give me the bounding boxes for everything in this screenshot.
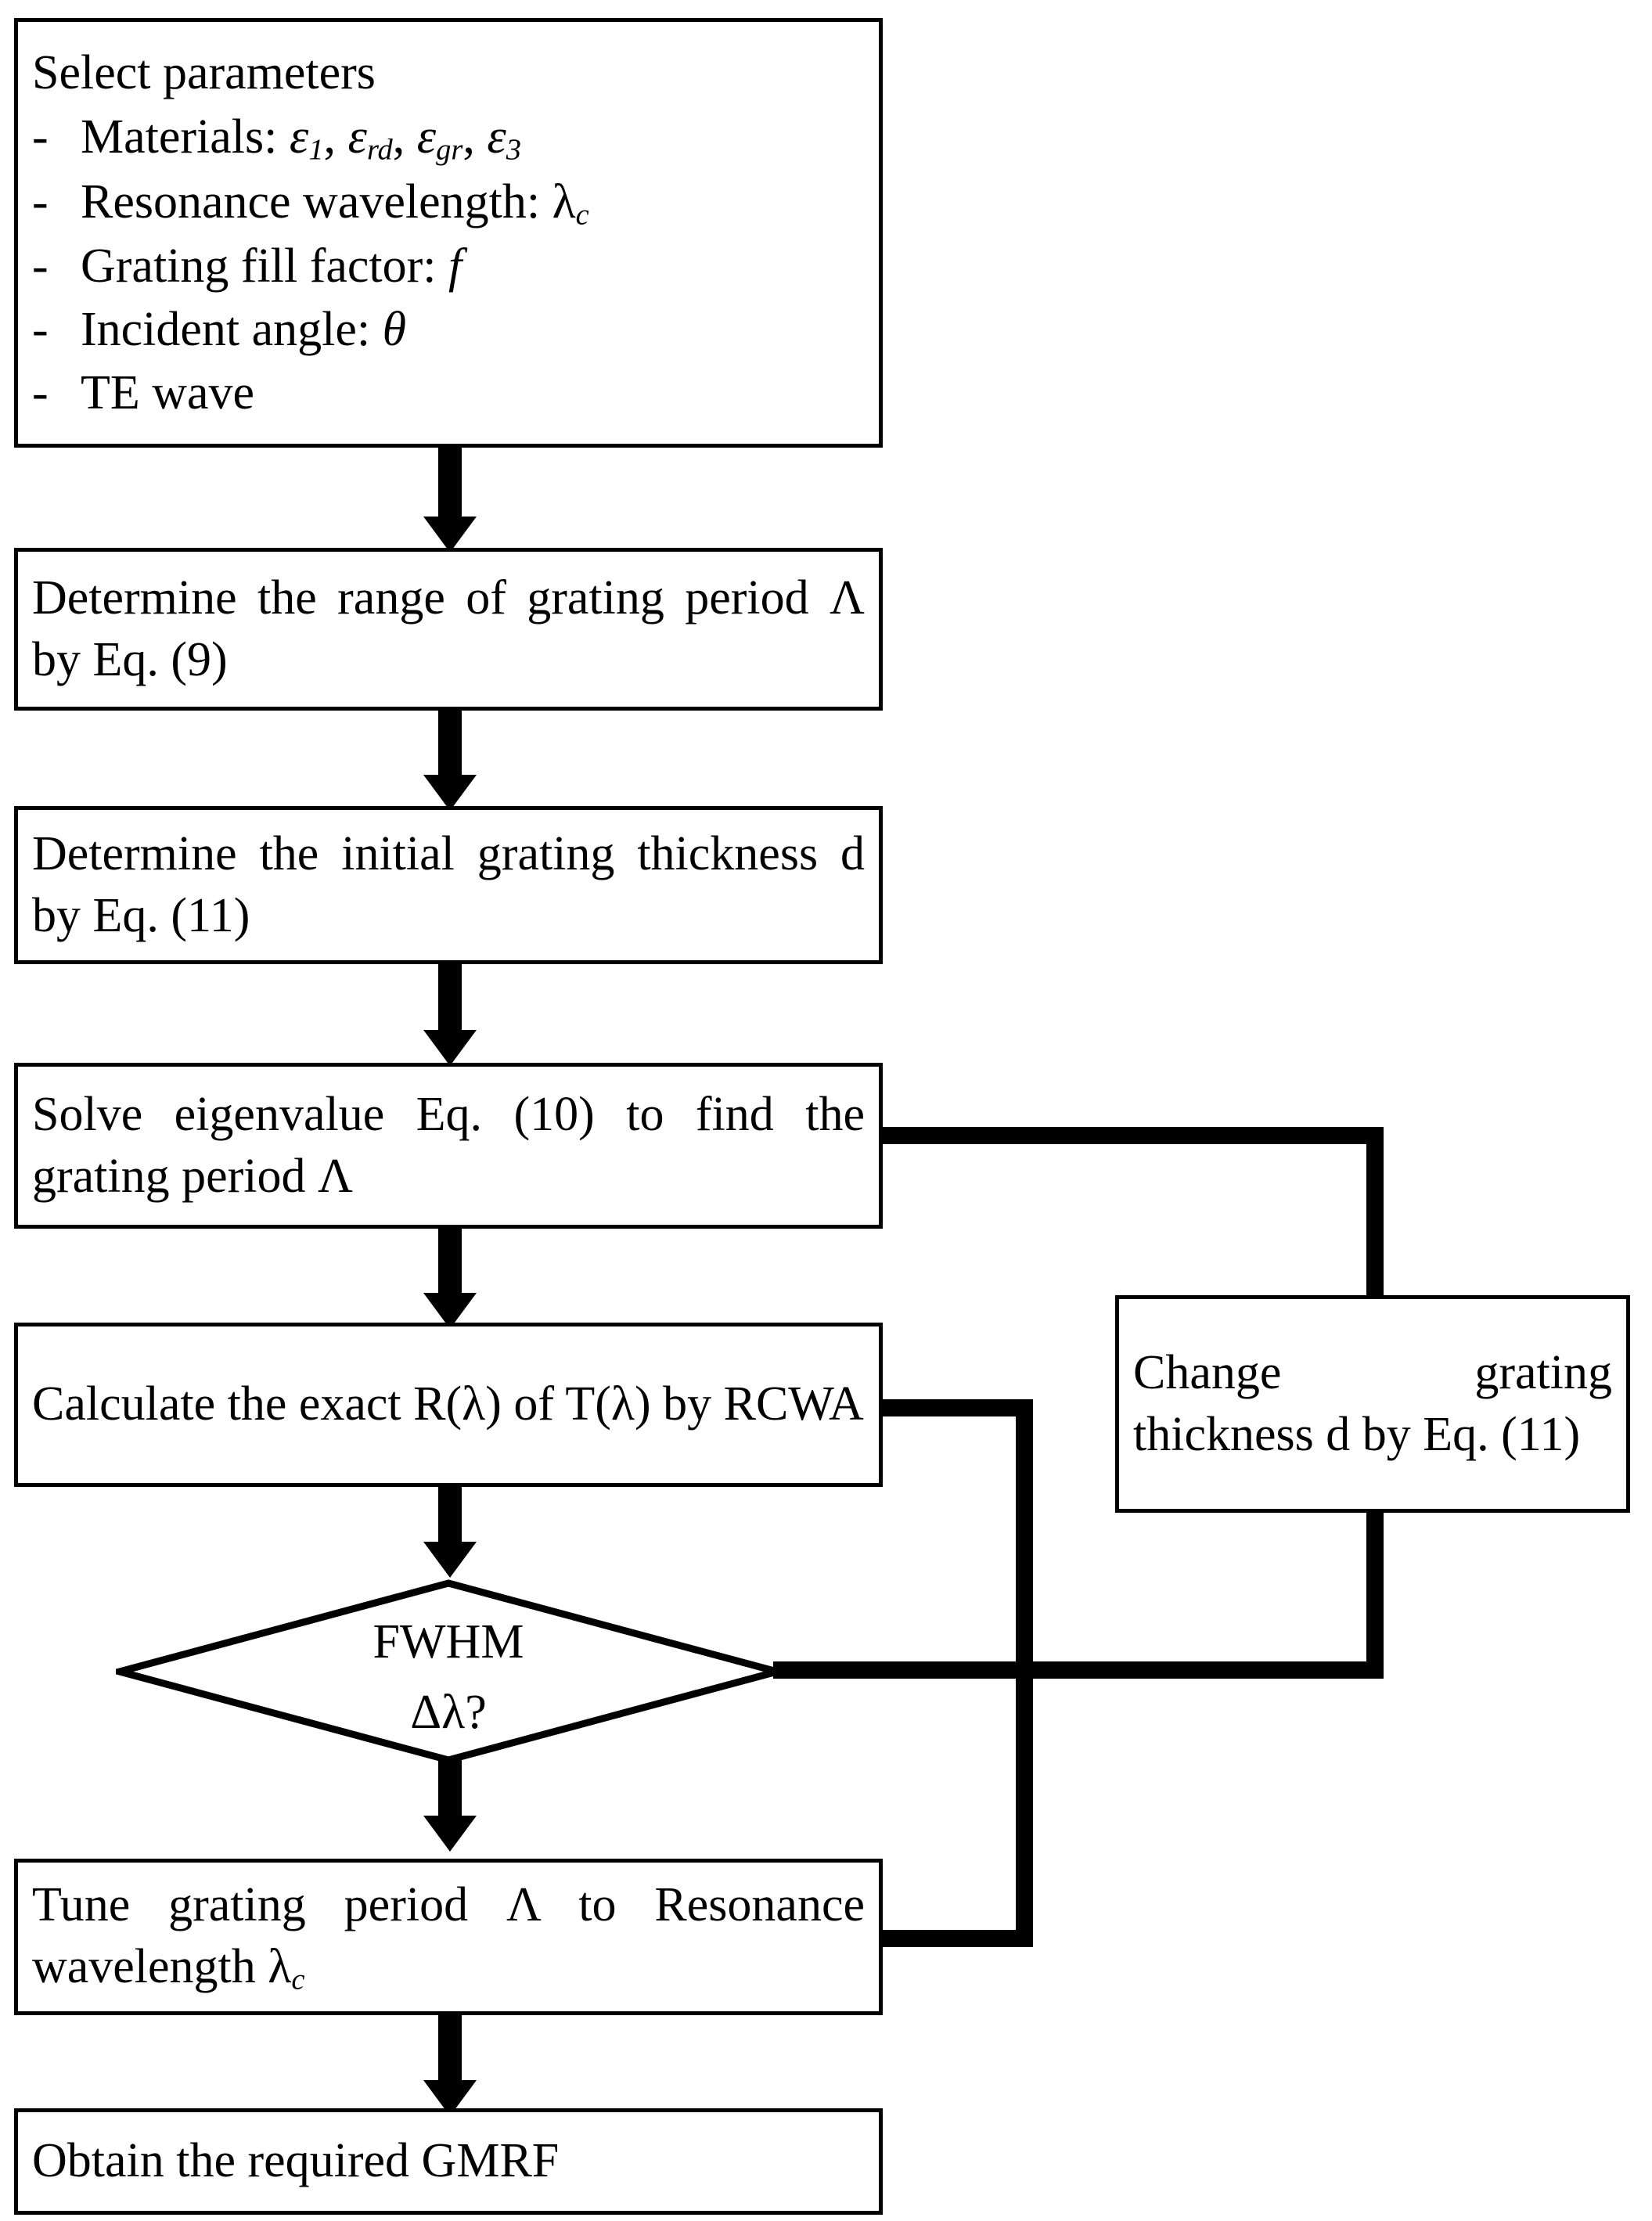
calculate-rcwa-text: Calculate the exact R(λ) of T(λ) by RCWA xyxy=(32,1377,864,1431)
connector-eigenvalue-to-change-v xyxy=(1366,1127,1384,1299)
list-item: - Incident angle: θ xyxy=(32,298,865,362)
eps1-symbol: ε1 xyxy=(289,110,324,167)
epsrd-symbol: εrd xyxy=(347,110,393,167)
connector-select-to-range xyxy=(438,448,462,526)
node-solve-eigenvalue[interactable]: Solve eigenvalue Eq. (10) to find the gr… xyxy=(14,1063,883,1229)
node-select-parameters[interactable]: Select parameters - Materials: ε1, εrd, … xyxy=(14,18,883,448)
change-thickness-text: Change grating thickness d by Eq. (11) xyxy=(1133,1345,1612,1461)
list-item-incident-angle: Incident angle: θ xyxy=(81,298,865,362)
determine-thickness-text: Determine the initial grating thickness … xyxy=(32,826,865,942)
solve-eigenvalue-text: Solve eigenvalue Eq. (10) to find the gr… xyxy=(32,1087,865,1203)
tune-period-main: Tune grating period Λ to Resonance wavel… xyxy=(32,1878,865,1994)
connector-rcwa-to-tune-h-bottom xyxy=(883,1930,1033,1947)
incident-angle-label: Incident angle: xyxy=(81,302,371,356)
connector-change-to-decision-h xyxy=(773,1661,1384,1679)
node-decision-fwhm[interactable]: FWHM Δλ? xyxy=(116,1579,781,1764)
arrowhead-decision-to-tune xyxy=(423,1816,477,1852)
connector-rcwa-to-tune-h-top xyxy=(883,1399,1033,1416)
tune-period-text: Tune grating period Λ to Resonance wavel… xyxy=(18,1874,879,2000)
tune-lambda-c-symbol: λc xyxy=(268,1940,305,1996)
bullet-dash: - xyxy=(32,302,49,356)
node-obtain-gmrf[interactable]: Obtain the required GMRF xyxy=(14,2108,883,2215)
list-item-te-wave: TE wave xyxy=(81,365,255,419)
f-symbol: f xyxy=(448,239,462,293)
comma-1: , xyxy=(323,110,348,164)
bullet-dash: - xyxy=(32,239,49,293)
bullet-dash: - xyxy=(32,110,49,164)
connector-decision-to-tune xyxy=(438,1759,462,1823)
arrowhead-thickness-to-eigenvalue xyxy=(423,1030,477,1066)
determine-range-text: Determine the range of grating period Λ … xyxy=(32,571,865,686)
select-parameters-list: Select parameters - Materials: ε1, εrd, … xyxy=(18,41,879,424)
list-item: - TE wave xyxy=(32,362,865,425)
list-item-fill-factor: Grating fill factor: f xyxy=(81,235,865,298)
list-item-resonance: Resonance wavelength: λc xyxy=(81,171,865,235)
connector-eigenvalue-to-change-h xyxy=(883,1127,1384,1144)
comma-3: , xyxy=(462,110,488,164)
select-parameters-heading: Select parameters xyxy=(32,45,376,99)
connector-rcwa-to-decision xyxy=(438,1487,462,1550)
epsgr-symbol: εgr xyxy=(416,110,463,167)
list-item-materials: Materials: ε1, εrd, εgr, ε3 xyxy=(81,106,865,170)
comma-2: , xyxy=(392,110,417,164)
resonance-label: Resonance wavelength: xyxy=(81,175,541,229)
theta-symbol: θ xyxy=(382,302,407,356)
arrowhead-rcwa-to-decision xyxy=(423,1542,477,1578)
connector-change-to-decision-v xyxy=(1366,1513,1384,1679)
bullet-dash: - xyxy=(32,365,49,419)
obtain-gmrf-text: Obtain the required GMRF xyxy=(32,2134,560,2188)
arrowhead-select-to-range xyxy=(423,517,477,553)
list-item: - Materials: ε1, εrd, εgr, ε3 xyxy=(32,106,865,170)
materials-label: Materials: xyxy=(81,110,278,164)
node-determine-range[interactable]: Determine the range of grating period Λ … xyxy=(14,548,883,711)
diamond-shape xyxy=(116,1579,781,1764)
arrowhead-range-to-thickness xyxy=(423,775,477,811)
connector-range-to-thickness xyxy=(438,711,462,787)
list-item: - Grating fill factor: f xyxy=(32,235,865,298)
node-change-thickness[interactable]: Change grating thickness d by Eq. (11) xyxy=(1115,1295,1630,1513)
node-calculate-rcwa[interactable]: Calculate the exact R(λ) of T(λ) by RCWA xyxy=(14,1323,883,1487)
node-determine-thickness[interactable]: Determine the initial grating thickness … xyxy=(14,806,883,964)
eps3-symbol: ε3 xyxy=(487,110,521,167)
fill-factor-label: Grating fill factor: xyxy=(81,239,437,293)
node-tune-period[interactable]: Tune grating period Λ to Resonance wavel… xyxy=(14,1859,883,2015)
lambda-c-symbol: λc xyxy=(552,175,589,232)
list-item: - Resonance wavelength: λc xyxy=(32,171,865,235)
connector-thickness-to-eigenvalue xyxy=(438,964,462,1042)
connector-rcwa-to-tune-v xyxy=(1016,1399,1033,1947)
bullet-dash: - xyxy=(32,175,49,229)
connector-eigenvalue-to-rcwa xyxy=(438,1229,462,1305)
connector-tune-to-obtain xyxy=(438,2015,462,2092)
